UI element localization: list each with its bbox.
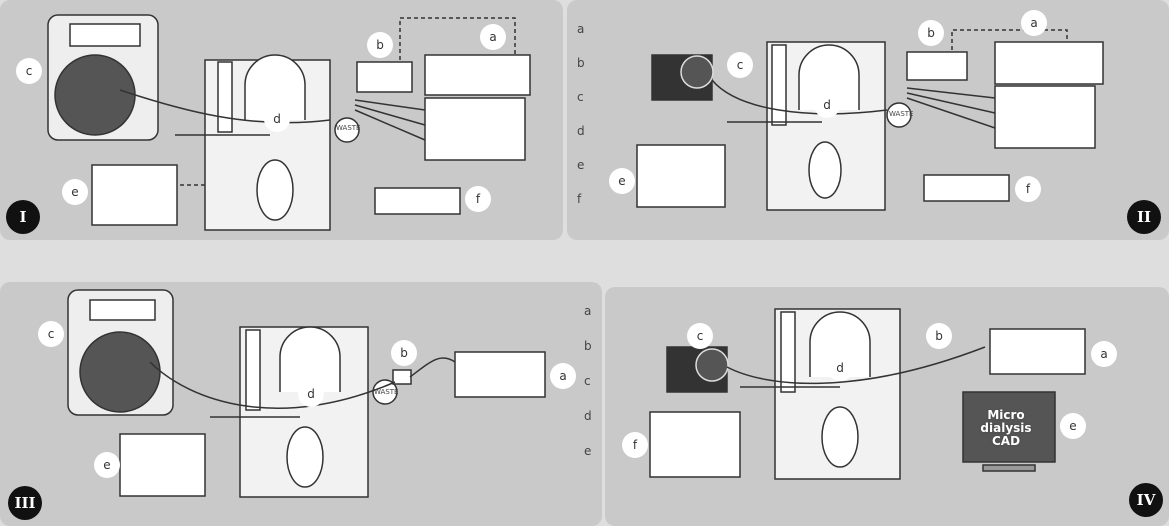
label-a-3: a <box>550 363 576 389</box>
legend-bottom-d: d <box>584 409 592 423</box>
setup-drawing-1 <box>47 14 531 231</box>
waste-label-3: WASTE <box>374 388 399 396</box>
panel-number-4: IV <box>1129 483 1163 517</box>
legend-top-c: c <box>577 90 584 104</box>
label-a-4: a <box>1091 341 1117 367</box>
panel-number-3: III <box>8 486 42 520</box>
label-b-1: b <box>367 32 393 58</box>
panel-number-1: I <box>6 200 40 234</box>
label-b-4: b <box>926 323 952 349</box>
setup-drawing-4 <box>649 308 1086 480</box>
label-f-4: f <box>622 432 648 458</box>
panel-3: a b c d e c d e b a WASTE III <box>0 282 602 526</box>
label-d-4: d <box>827 355 853 381</box>
panel-number-2: II <box>1127 200 1161 234</box>
panel-4: c d f b a e IV <box>605 287 1169 526</box>
legend-top-f: f <box>577 192 582 206</box>
legend-top-a: a <box>577 22 585 36</box>
panel-1: c d e b a f WASTE I <box>0 0 563 240</box>
label-f-2: f <box>1015 176 1041 202</box>
legend-top: a b c d e f <box>577 12 585 216</box>
label-f-1: f <box>465 186 491 212</box>
label-c-1: c <box>16 58 42 84</box>
legend-bottom-a: a <box>584 304 592 318</box>
label-a-1: a <box>480 24 506 50</box>
label-e-2: e <box>609 168 635 194</box>
legend-top-e: e <box>577 158 585 172</box>
legend-bottom-c: c <box>584 374 591 388</box>
label-c-2: c <box>727 52 753 78</box>
monitor-line-3: CAD <box>991 433 1021 448</box>
label-c-3: c <box>38 321 64 347</box>
label-a-2: a <box>1021 10 1047 36</box>
monitor-line-1: Micro <box>987 407 1025 422</box>
legend-bottom-b: b <box>584 339 592 353</box>
legend-bottom: a b c d e <box>584 294 592 469</box>
label-b-3: b <box>391 340 417 366</box>
monitor-line-2: dialysis <box>980 420 1032 435</box>
legend-bottom-e: e <box>584 444 592 458</box>
label-d-2: d <box>814 92 840 118</box>
legend-top-b: b <box>577 56 585 70</box>
waste-label-1: WASTE <box>336 124 361 132</box>
setup-drawing-2 <box>636 29 1104 211</box>
label-e-4: e <box>1060 413 1086 439</box>
label-d-3: d <box>298 381 324 407</box>
label-b-2: b <box>918 20 944 46</box>
label-d-1: d <box>264 106 290 132</box>
legend-top-d: d <box>577 124 585 138</box>
panel-2: a b c d e f c d e b a f WASTE II <box>567 0 1169 240</box>
label-e-1: e <box>62 179 88 205</box>
setup-drawing-3 <box>67 289 546 498</box>
label-e-3: e <box>94 452 120 478</box>
label-c-4: c <box>687 323 713 349</box>
monitor-text: Micro dialysis CAD <box>960 395 1052 461</box>
waste-label-2: WASTE <box>889 110 914 118</box>
